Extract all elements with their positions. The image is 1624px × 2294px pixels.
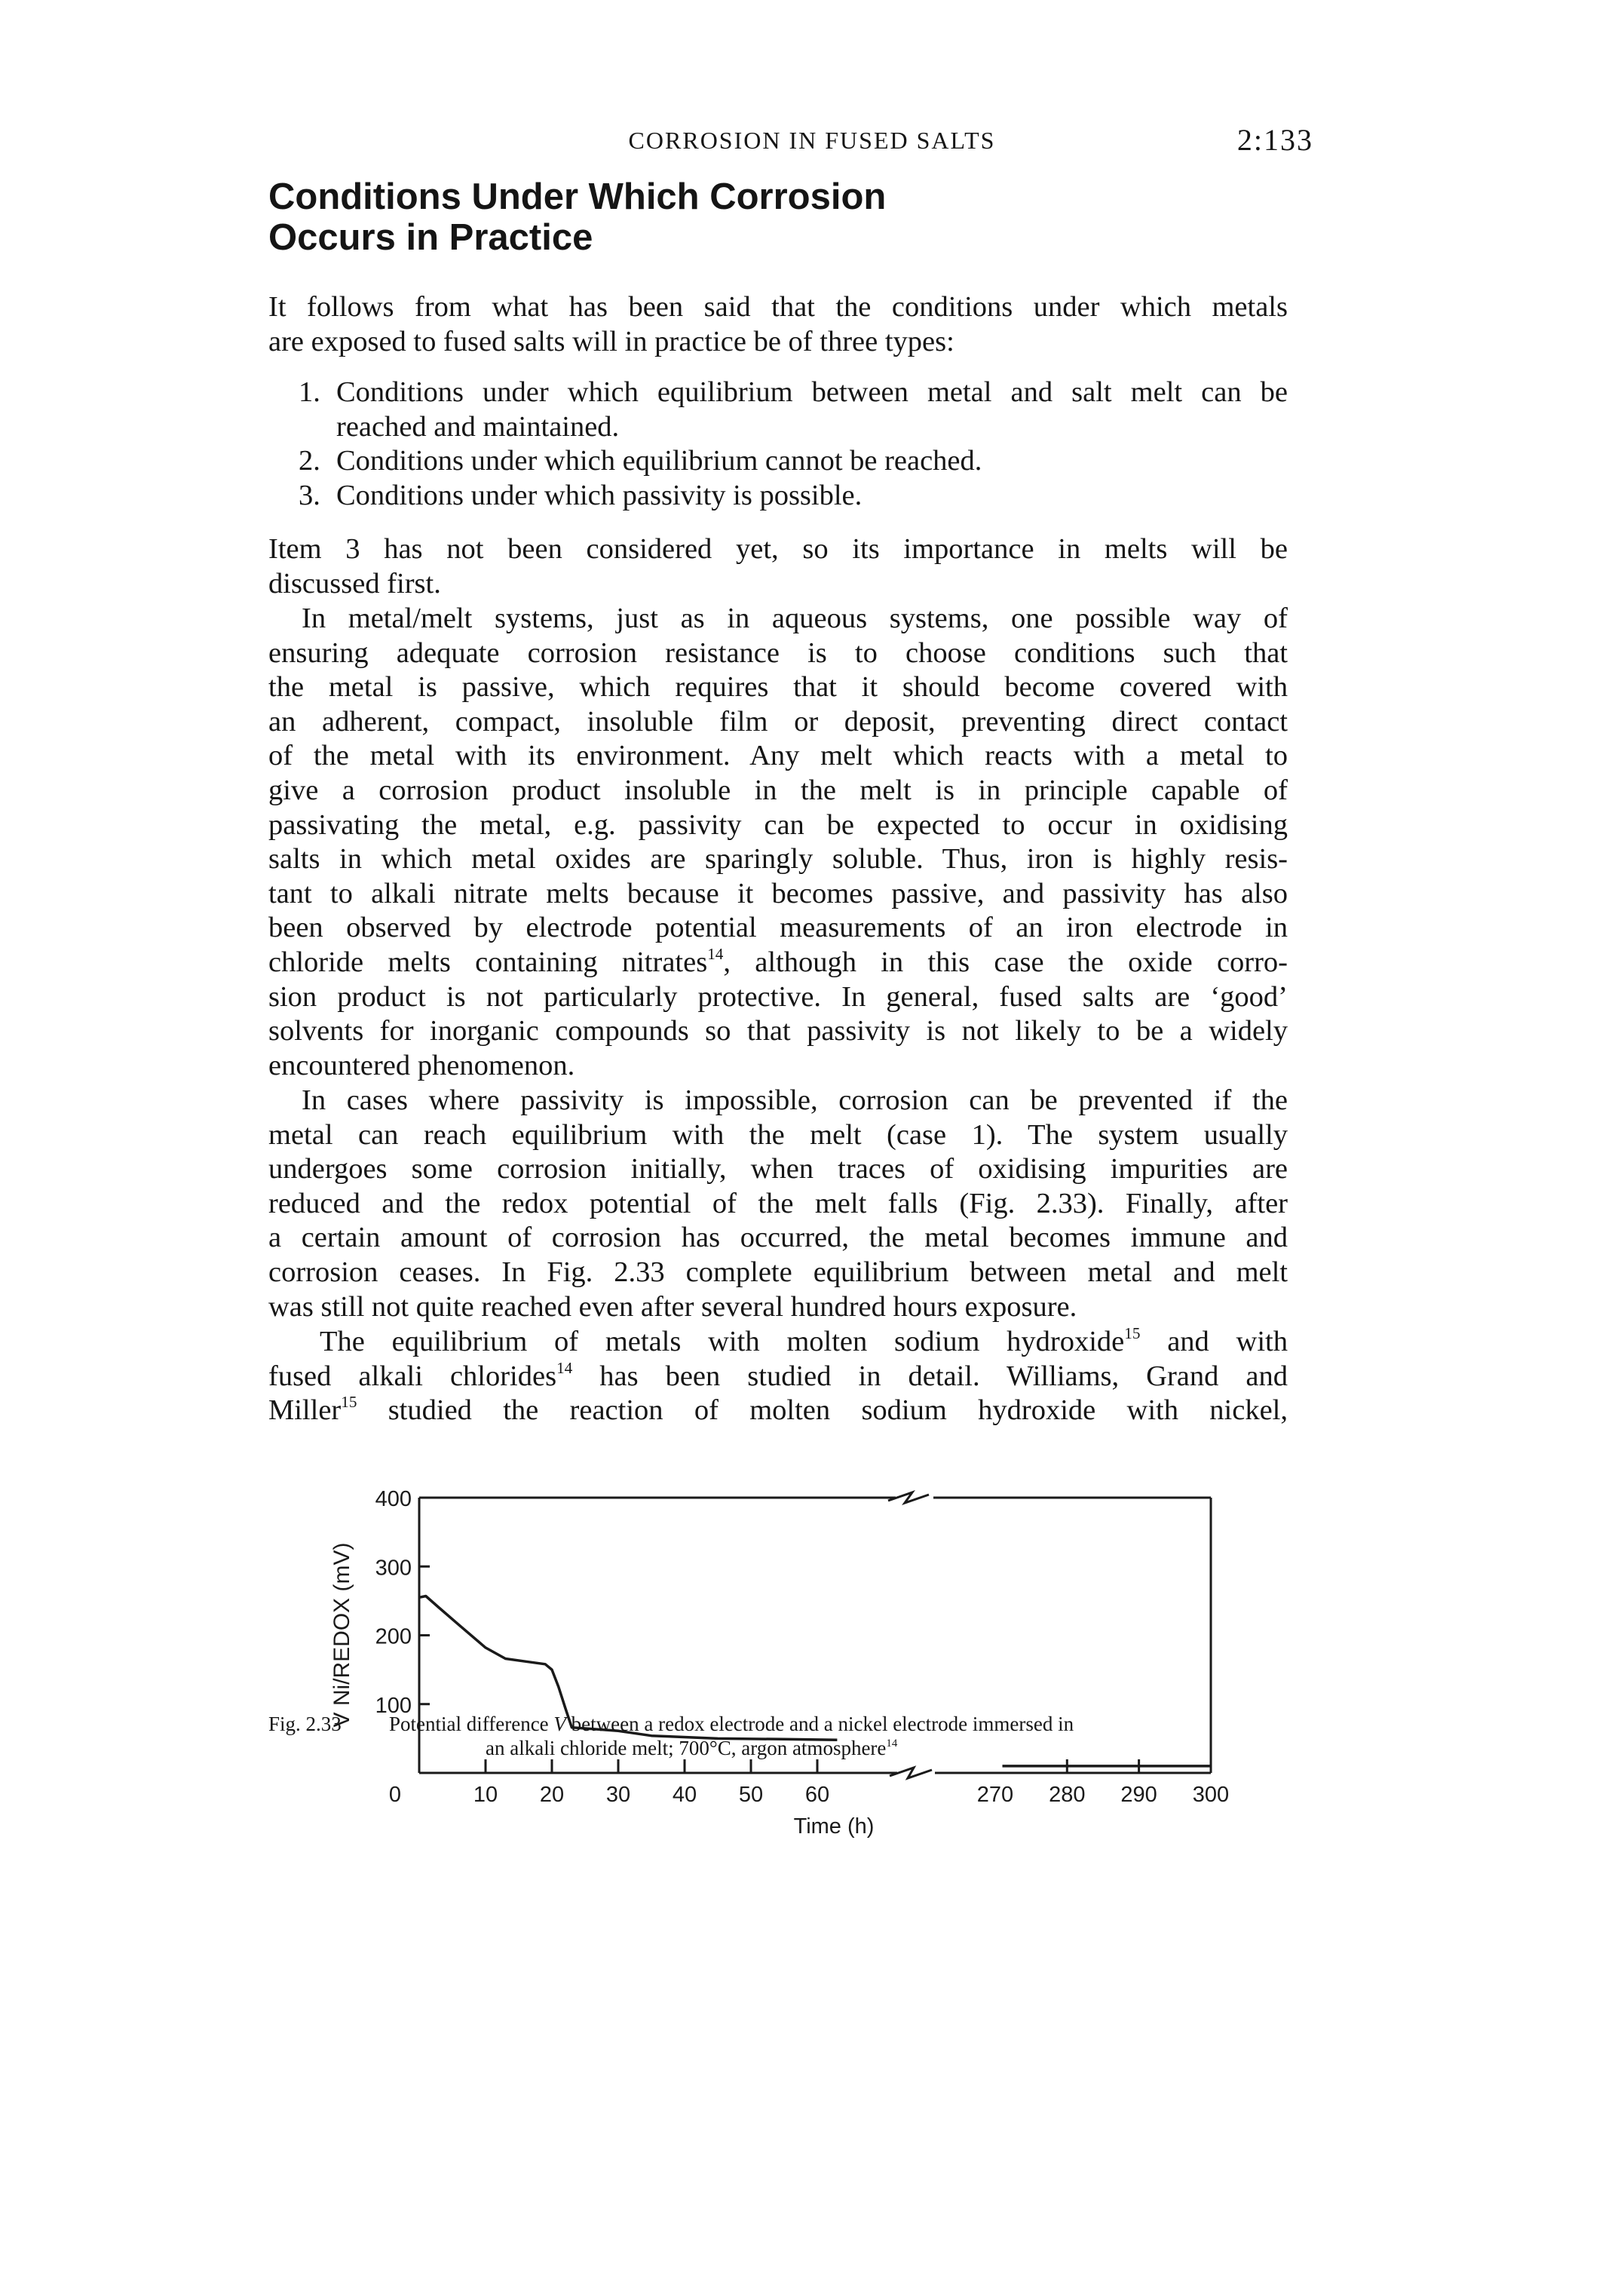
x-tick-label: 50 (739, 1783, 763, 1807)
section-heading: Conditions Under Which Corrosion Occurs … (268, 176, 886, 258)
y-tick-label: 400 (375, 1487, 412, 1511)
axis-break-bottom-mark (889, 1765, 933, 1780)
text-run: The equilibrium of metals with molten so… (320, 1326, 1125, 1357)
y-tick-label: 100 (375, 1694, 412, 1718)
paragraph-line: a certain amount of corrosion has occurr… (268, 1222, 1288, 1254)
caption-line: an alkali chloride melt; 700°C, argon at… (389, 1736, 1288, 1760)
paragraph-line: tant to alkali nitrate melts because it … (268, 877, 1288, 909)
x-tick-label: 0 (389, 1783, 401, 1807)
reference-superscript: 14 (556, 1358, 573, 1377)
caption-label: Fig. 2.33 (268, 1713, 342, 1735)
list-line: Conditions under which equilibrium canno… (336, 445, 982, 477)
list-item: 1. Conditions under which equilibrium be… (268, 376, 1288, 444)
text-run: Potential difference (389, 1713, 554, 1735)
x-tick-label: 270 (977, 1783, 1013, 1807)
paragraph-line: passivating the metal, e.g. passivity ca… (268, 808, 1288, 841)
list-line: Conditions under which passivity is poss… (336, 479, 863, 511)
text-run: , although in this case the oxide corro- (723, 946, 1288, 978)
paragraph-line: encountered phenomenon. (268, 1049, 575, 1081)
reference-superscript: 14 (707, 945, 724, 964)
x-tick-label: 60 (805, 1783, 829, 1807)
section-heading-line-2: Occurs in Practice (268, 217, 593, 258)
paragraph-line: salts in which metal oxides are sparingl… (268, 843, 1288, 876)
paragraph-line: ensuring adequate corrosion resistance i… (268, 636, 1288, 669)
list-number: 3. (299, 479, 320, 511)
paragraph-line: The equilibrium of metals with molten so… (268, 1325, 1288, 1360)
paragraph-line: Item 3 has not been considered yet, so i… (268, 533, 1288, 565)
passivity-paragraph: In metal/melt systems, just as in aqueou… (268, 602, 1288, 1083)
list-item: 2. Conditions under which equilibrium ca… (268, 444, 1288, 479)
paragraph-line: the metal is passive, which requires tha… (268, 671, 1288, 704)
section-heading-line-1: Conditions Under Which Corrosion (268, 176, 887, 217)
paragraph-line: been observed by electrode potential mea… (268, 912, 1288, 944)
x-tick-label: 280 (1049, 1783, 1085, 1807)
x-tick-label: 10 (473, 1783, 498, 1807)
paragraph-line: corrosion ceases. In Fig. 2.33 complete … (268, 1256, 1288, 1288)
item3-paragraph: Item 3 has not been considered yet, so i… (268, 532, 1288, 601)
paragraph-line: In cases where passivity is impossible, … (302, 1084, 1288, 1116)
paragraph-line: In metal/melt systems, just as in aqueou… (302, 603, 1288, 634)
condition-list: 1. Conditions under which equilibrium be… (268, 376, 1288, 513)
paragraph-line: undergoes some corrosion initially, when… (268, 1153, 1288, 1185)
paragraph-line: was still not quite reached even after s… (268, 1290, 1077, 1323)
paragraph-line: chloride melts containing nitrates14, al… (268, 946, 1288, 980)
hydroxide-paragraph: The equilibrium of metals with molten so… (268, 1325, 1288, 1428)
paragraph-line: of the metal with its environment. Any m… (268, 740, 1288, 772)
text-run: Miller (268, 1394, 342, 1427)
paragraph-line: metal can reach equilibrium with the mel… (268, 1118, 1288, 1151)
equilibrium-paragraph: In cases where passivity is impossible, … (268, 1084, 1288, 1324)
text-run: fused alkali chlorides (268, 1360, 557, 1392)
running-title: CORROSION IN FUSED SALTS (628, 127, 996, 154)
page-number: 2:133 (1236, 123, 1313, 157)
paragraph-line: solvents for inorganic compounds so that… (268, 1015, 1288, 1047)
paragraph-line: Miller15 studied the reaction of molten … (268, 1394, 1288, 1428)
list-item: 3. Conditions under which passivity is p… (268, 479, 1288, 514)
axis-break-top-mark (887, 1490, 930, 1505)
text-run: between a redox electrode and a nickel e… (565, 1713, 1074, 1735)
text-run: an alkali chloride melt; 700°C, argon at… (486, 1737, 887, 1759)
x-tick-label: 30 (606, 1783, 630, 1807)
chart-layer: 400 300 200 100 V Ni/REDOX (mV) 0 10 20 30 40 50 60… (329, 1487, 1229, 1839)
intro-paragraph: It follows from what has been said that … (268, 290, 1288, 359)
list-line: reached and maintained. (336, 410, 620, 443)
paragraph-line: sion product is not particularly protect… (268, 980, 1288, 1013)
caption-line: Potential difference V between a redox e… (389, 1712, 1288, 1736)
reference-superscript: 15 (1124, 1324, 1141, 1343)
text-run: has been studied in detail. Williams, Gr… (572, 1360, 1288, 1392)
reference-superscript: 14 (886, 1737, 898, 1750)
text-run: chloride melts containing nitrates (268, 946, 708, 978)
variable: V (553, 1713, 566, 1735)
list-line: Conditions under which equilibrium betwe… (336, 376, 1288, 408)
reference-superscript: 15 (341, 1393, 357, 1412)
x-tick-label: 300 (1193, 1783, 1229, 1807)
list-number: 2. (299, 445, 320, 477)
paragraph-line: an adherent, compact, insoluble film or … (268, 705, 1288, 738)
caption-text: Potential difference V between a redox e… (389, 1712, 1288, 1760)
x-axis-label: Time (h) (794, 1814, 875, 1839)
intro-line: are exposed to fused salts will in pract… (268, 325, 954, 357)
y-axis-label: V Ni/REDOX (mV) (329, 1542, 354, 1727)
paragraph-line: discussed first. (268, 567, 441, 600)
x-tick-label: 290 (1120, 1783, 1157, 1807)
y-tick-label: 300 (375, 1556, 412, 1580)
paragraph-line: give a corrosion product insoluble in th… (268, 774, 1288, 806)
intro-line: It follows from what has been said that … (268, 291, 1288, 323)
paragraph-line: fused alkali chlorides14 has been studie… (268, 1360, 1288, 1394)
paragraph-line: reduced and the redox potential of the m… (268, 1187, 1288, 1219)
y-tick-label: 200 (375, 1625, 412, 1649)
data-line-early (418, 1594, 838, 1741)
x-tick-label: 40 (673, 1783, 697, 1807)
text-run: studied the reaction of molten sodium hy… (357, 1394, 1288, 1427)
text-run: and with (1140, 1326, 1288, 1357)
list-number: 1. (299, 376, 320, 408)
x-tick-label: 20 (540, 1783, 564, 1807)
